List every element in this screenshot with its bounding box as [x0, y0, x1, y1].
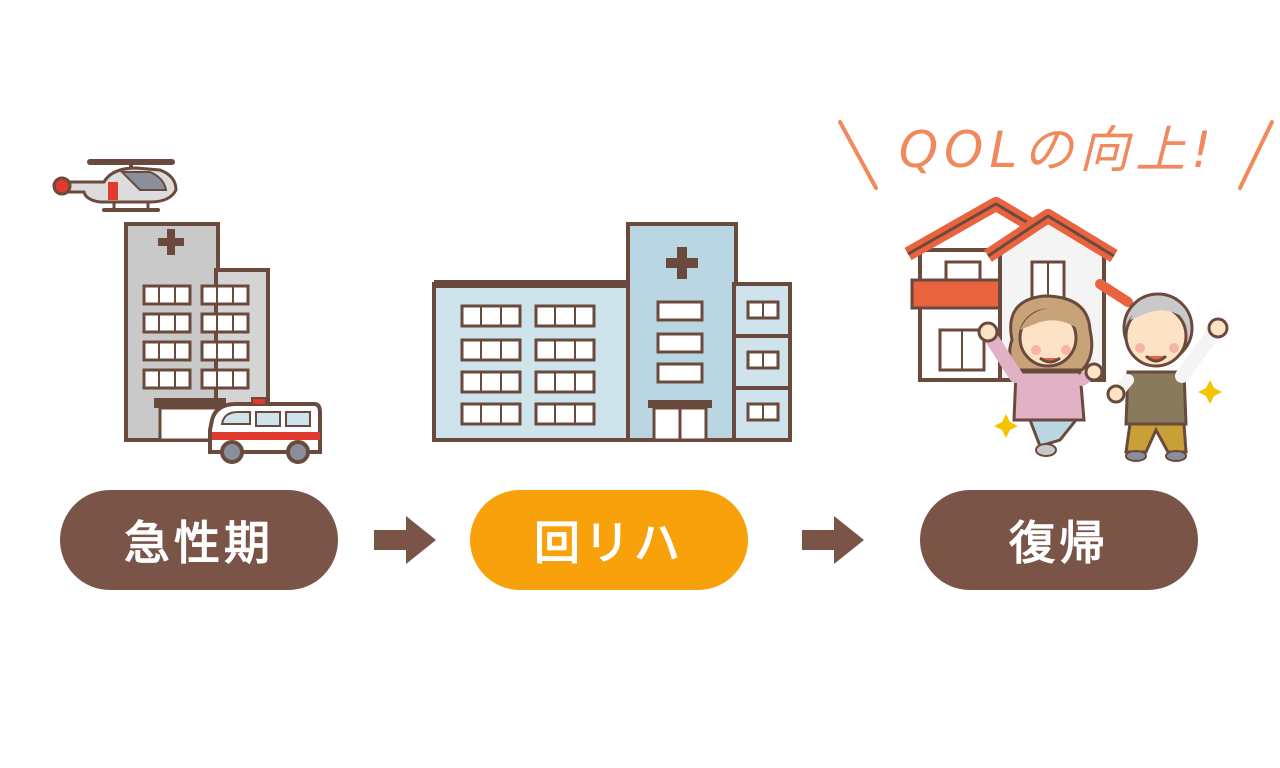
step-rehab-label: 回リハ [470, 490, 748, 590]
helicopter-icon [52, 159, 178, 212]
arrow-right-icon [374, 516, 436, 564]
elderly-couple-icon [977, 292, 1229, 462]
arrow-right-icon [802, 516, 864, 564]
step-acute-label: 急性期 [60, 490, 338, 590]
ambulance-icon [208, 397, 322, 464]
qol-callout: QOLの向上! [898, 121, 1218, 179]
rehab-hospital-icon [432, 222, 792, 442]
sparkle-icon [994, 380, 1222, 438]
callout-marks [838, 120, 1274, 190]
step-return-label: 復帰 [920, 490, 1198, 590]
